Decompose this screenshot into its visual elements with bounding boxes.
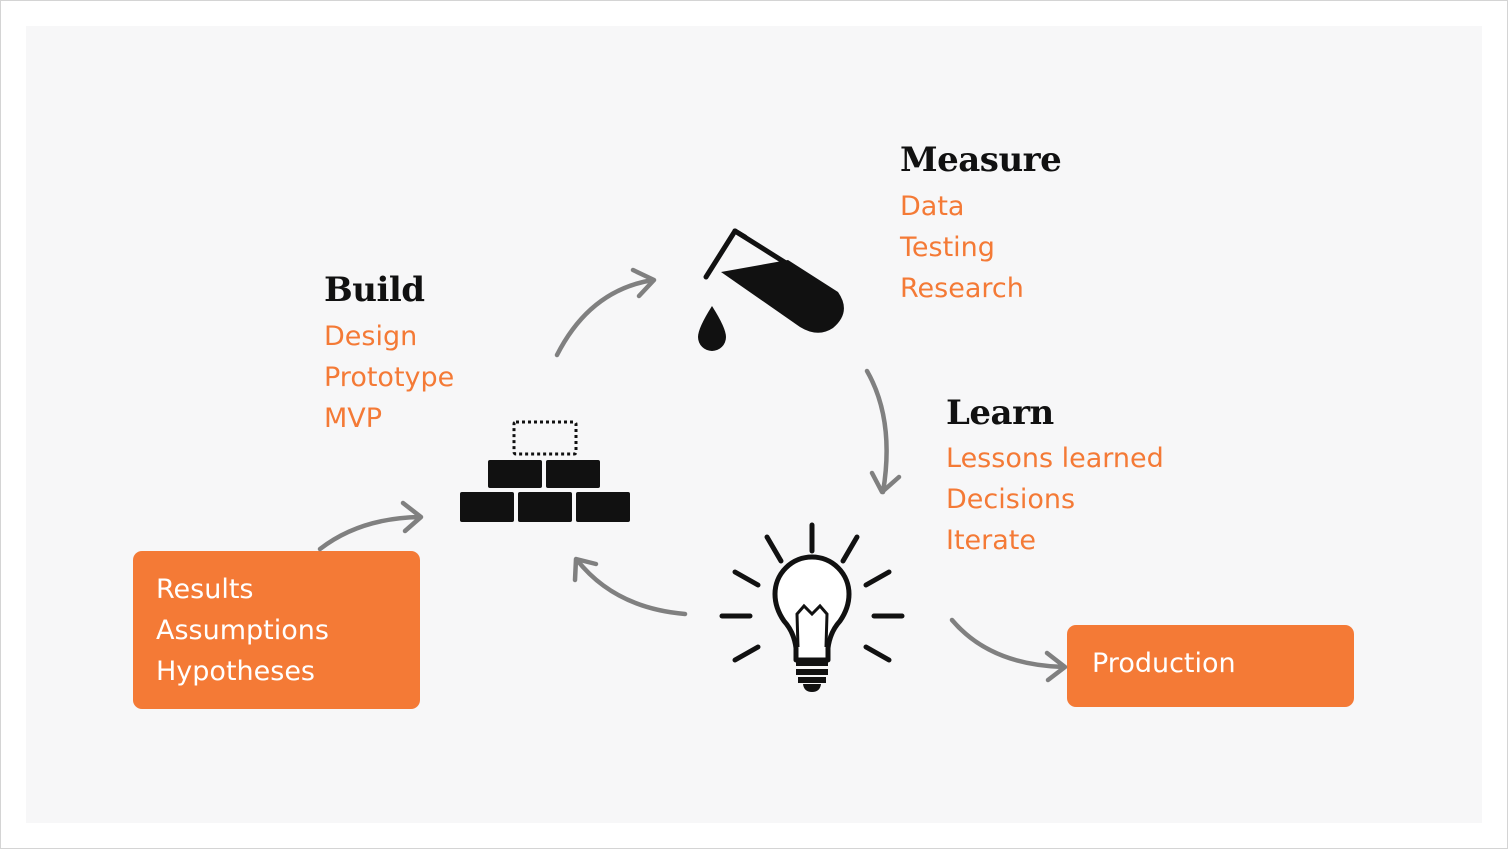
arrow-learn-to-production: [949, 617, 1068, 683]
production-box: Production: [1067, 625, 1354, 707]
learn-item: Iterate: [946, 525, 1037, 556]
learn-item: Lessons learned: [946, 443, 1164, 474]
inputs-item: Results: [156, 574, 254, 605]
arrow-build-to-measure: [554, 267, 657, 358]
inputs-item: Hypotheses: [156, 656, 315, 687]
arrow-learn-to-build: [572, 556, 688, 617]
build-items: Design Prototype MVP: [324, 316, 454, 439]
brick-wall-icon: [460, 420, 630, 522]
test-tube-icon: [698, 228, 844, 351]
build-title: Build: [324, 270, 425, 310]
measure-item: Research: [900, 273, 1024, 304]
build-item: MVP: [324, 403, 383, 434]
arrow-inputs-to-build: [317, 500, 424, 552]
learn-item: Decisions: [946, 484, 1076, 515]
inputs-box: Results Assumptions Hypotheses: [133, 551, 420, 709]
production-label: Production: [1092, 648, 1236, 679]
inputs-list: Results Assumptions Hypotheses: [156, 569, 420, 692]
measure-items: Data Testing Research: [900, 186, 1024, 309]
measure-item: Testing: [900, 232, 995, 263]
learn-title: Learn: [946, 393, 1054, 433]
learn-items: Lessons learned Decisions Iterate: [946, 438, 1164, 561]
build-item: Prototype: [324, 362, 455, 393]
build-item: Design: [324, 321, 418, 352]
measure-title: Measure: [900, 140, 1062, 180]
inputs-item: Assumptions: [156, 615, 329, 646]
lightbulb-icon: [719, 522, 905, 692]
arrow-measure-to-learn: [864, 368, 902, 495]
measure-item: Data: [900, 191, 965, 222]
